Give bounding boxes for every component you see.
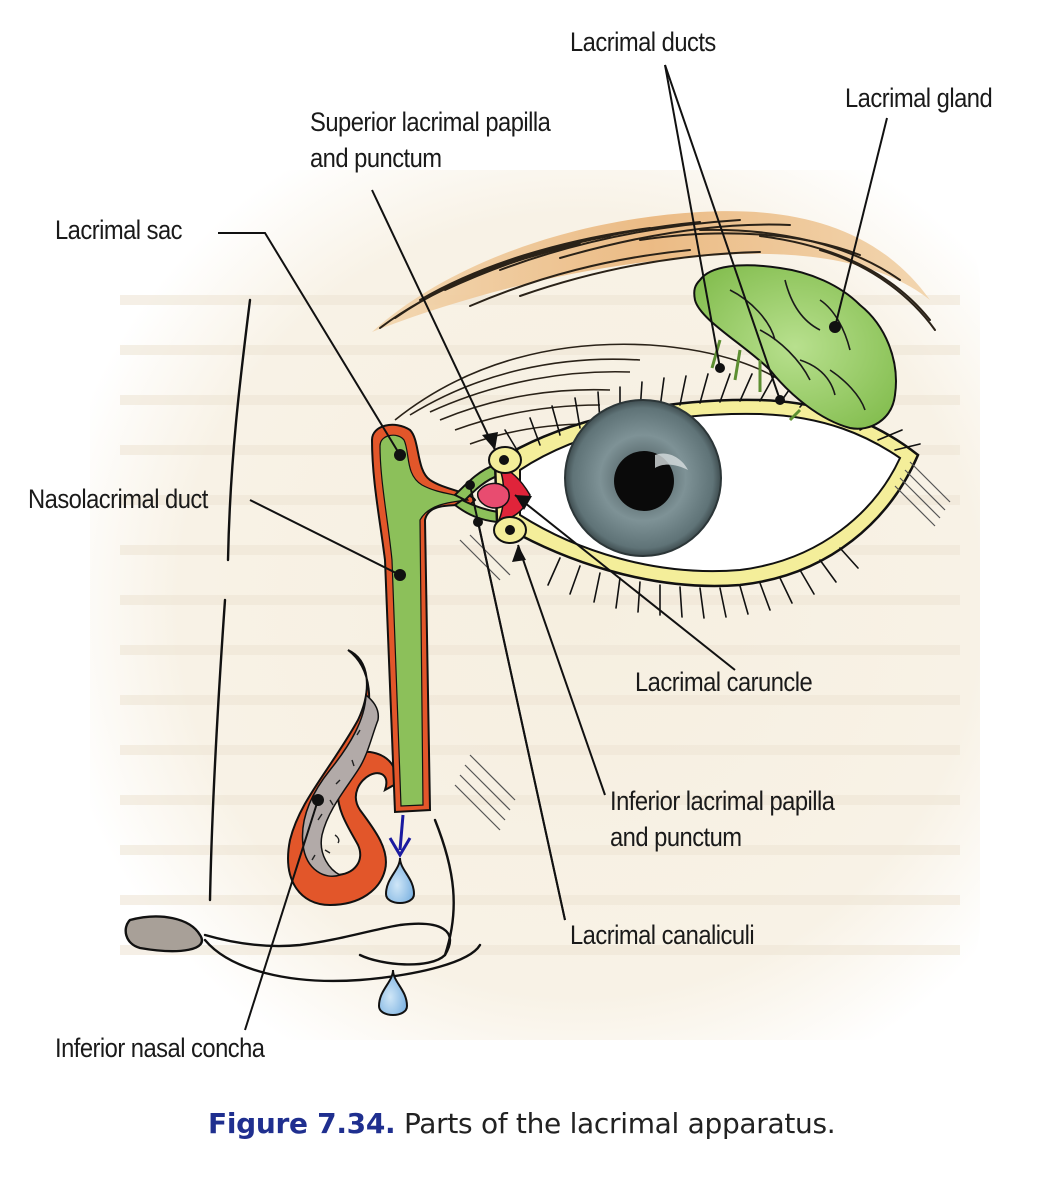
label-lacrimal-ducts: Lacrimal ducts (570, 27, 716, 57)
tear-drop-lower (377, 969, 409, 1016)
eyeball (564, 399, 722, 557)
leader-lacrimal-gland (834, 117, 888, 328)
eyebrow (372, 211, 936, 332)
label-lacrimal-caruncle: Lacrimal caruncle (635, 667, 813, 697)
inferior-punctum (505, 525, 515, 535)
nose-outline (124, 298, 482, 983)
lacrimal-papillae (488, 446, 527, 544)
label-lacrimal-canaliculi: Lacrimal canaliculi (570, 920, 755, 950)
flow-arrow-head (388, 837, 412, 858)
leader-canaliculi-2 (477, 521, 566, 921)
figure-caption-text: Parts of the lacrimal apparatus. (395, 1107, 836, 1140)
label-superior-papilla-line1: Superior lacrimal papilla (310, 107, 551, 137)
label-inferior-papilla-line2: and punctum (610, 822, 742, 852)
figure-caption: Figure 7.34. Parts of the lacrimal appar… (208, 1107, 836, 1140)
pointer-arrowheads (482, 432, 532, 562)
tear-drop-upper (384, 857, 416, 904)
tear-flow (377, 814, 416, 1016)
leader-lacrimal-ducts-2 (664, 64, 781, 401)
label-inferior-nasal-concha: Inferior nasal concha (55, 1033, 265, 1063)
superior-punctum (499, 455, 509, 465)
leader-inferior-papilla (517, 544, 606, 796)
label-nasolacrimal-duct: Nasolacrimal duct (28, 484, 208, 514)
label-lacrimal-sac: Lacrimal sac (55, 215, 183, 245)
skin-hatching (454, 461, 951, 831)
lacrimal-caruncle (476, 463, 531, 524)
iris-highlight (655, 453, 688, 470)
leader-lacrimal-ducts-1 (664, 64, 721, 369)
label-inferior-papilla-line1: Inferior lacrimal papilla (610, 786, 835, 816)
figure-number: Figure 7.34. (208, 1107, 396, 1140)
leader-lines (218, 64, 888, 1031)
pointer-dots (312, 321, 841, 806)
leader-lacrimal-caruncle (514, 494, 736, 671)
leader-inferior-nasal-concha (244, 799, 319, 1031)
leader-lacrimal-sac (218, 232, 401, 456)
lacrimal-gland (693, 264, 897, 430)
label-lacrimal-gland: Lacrimal gland (845, 83, 993, 113)
label-superior-papilla-line2: and punctum (310, 143, 442, 173)
leader-nasolacrimal-duct (249, 499, 401, 576)
leader-superior-papilla (371, 189, 496, 451)
inferior-nasal-concha (287, 649, 397, 907)
flow-arrow-shaft (398, 814, 405, 851)
